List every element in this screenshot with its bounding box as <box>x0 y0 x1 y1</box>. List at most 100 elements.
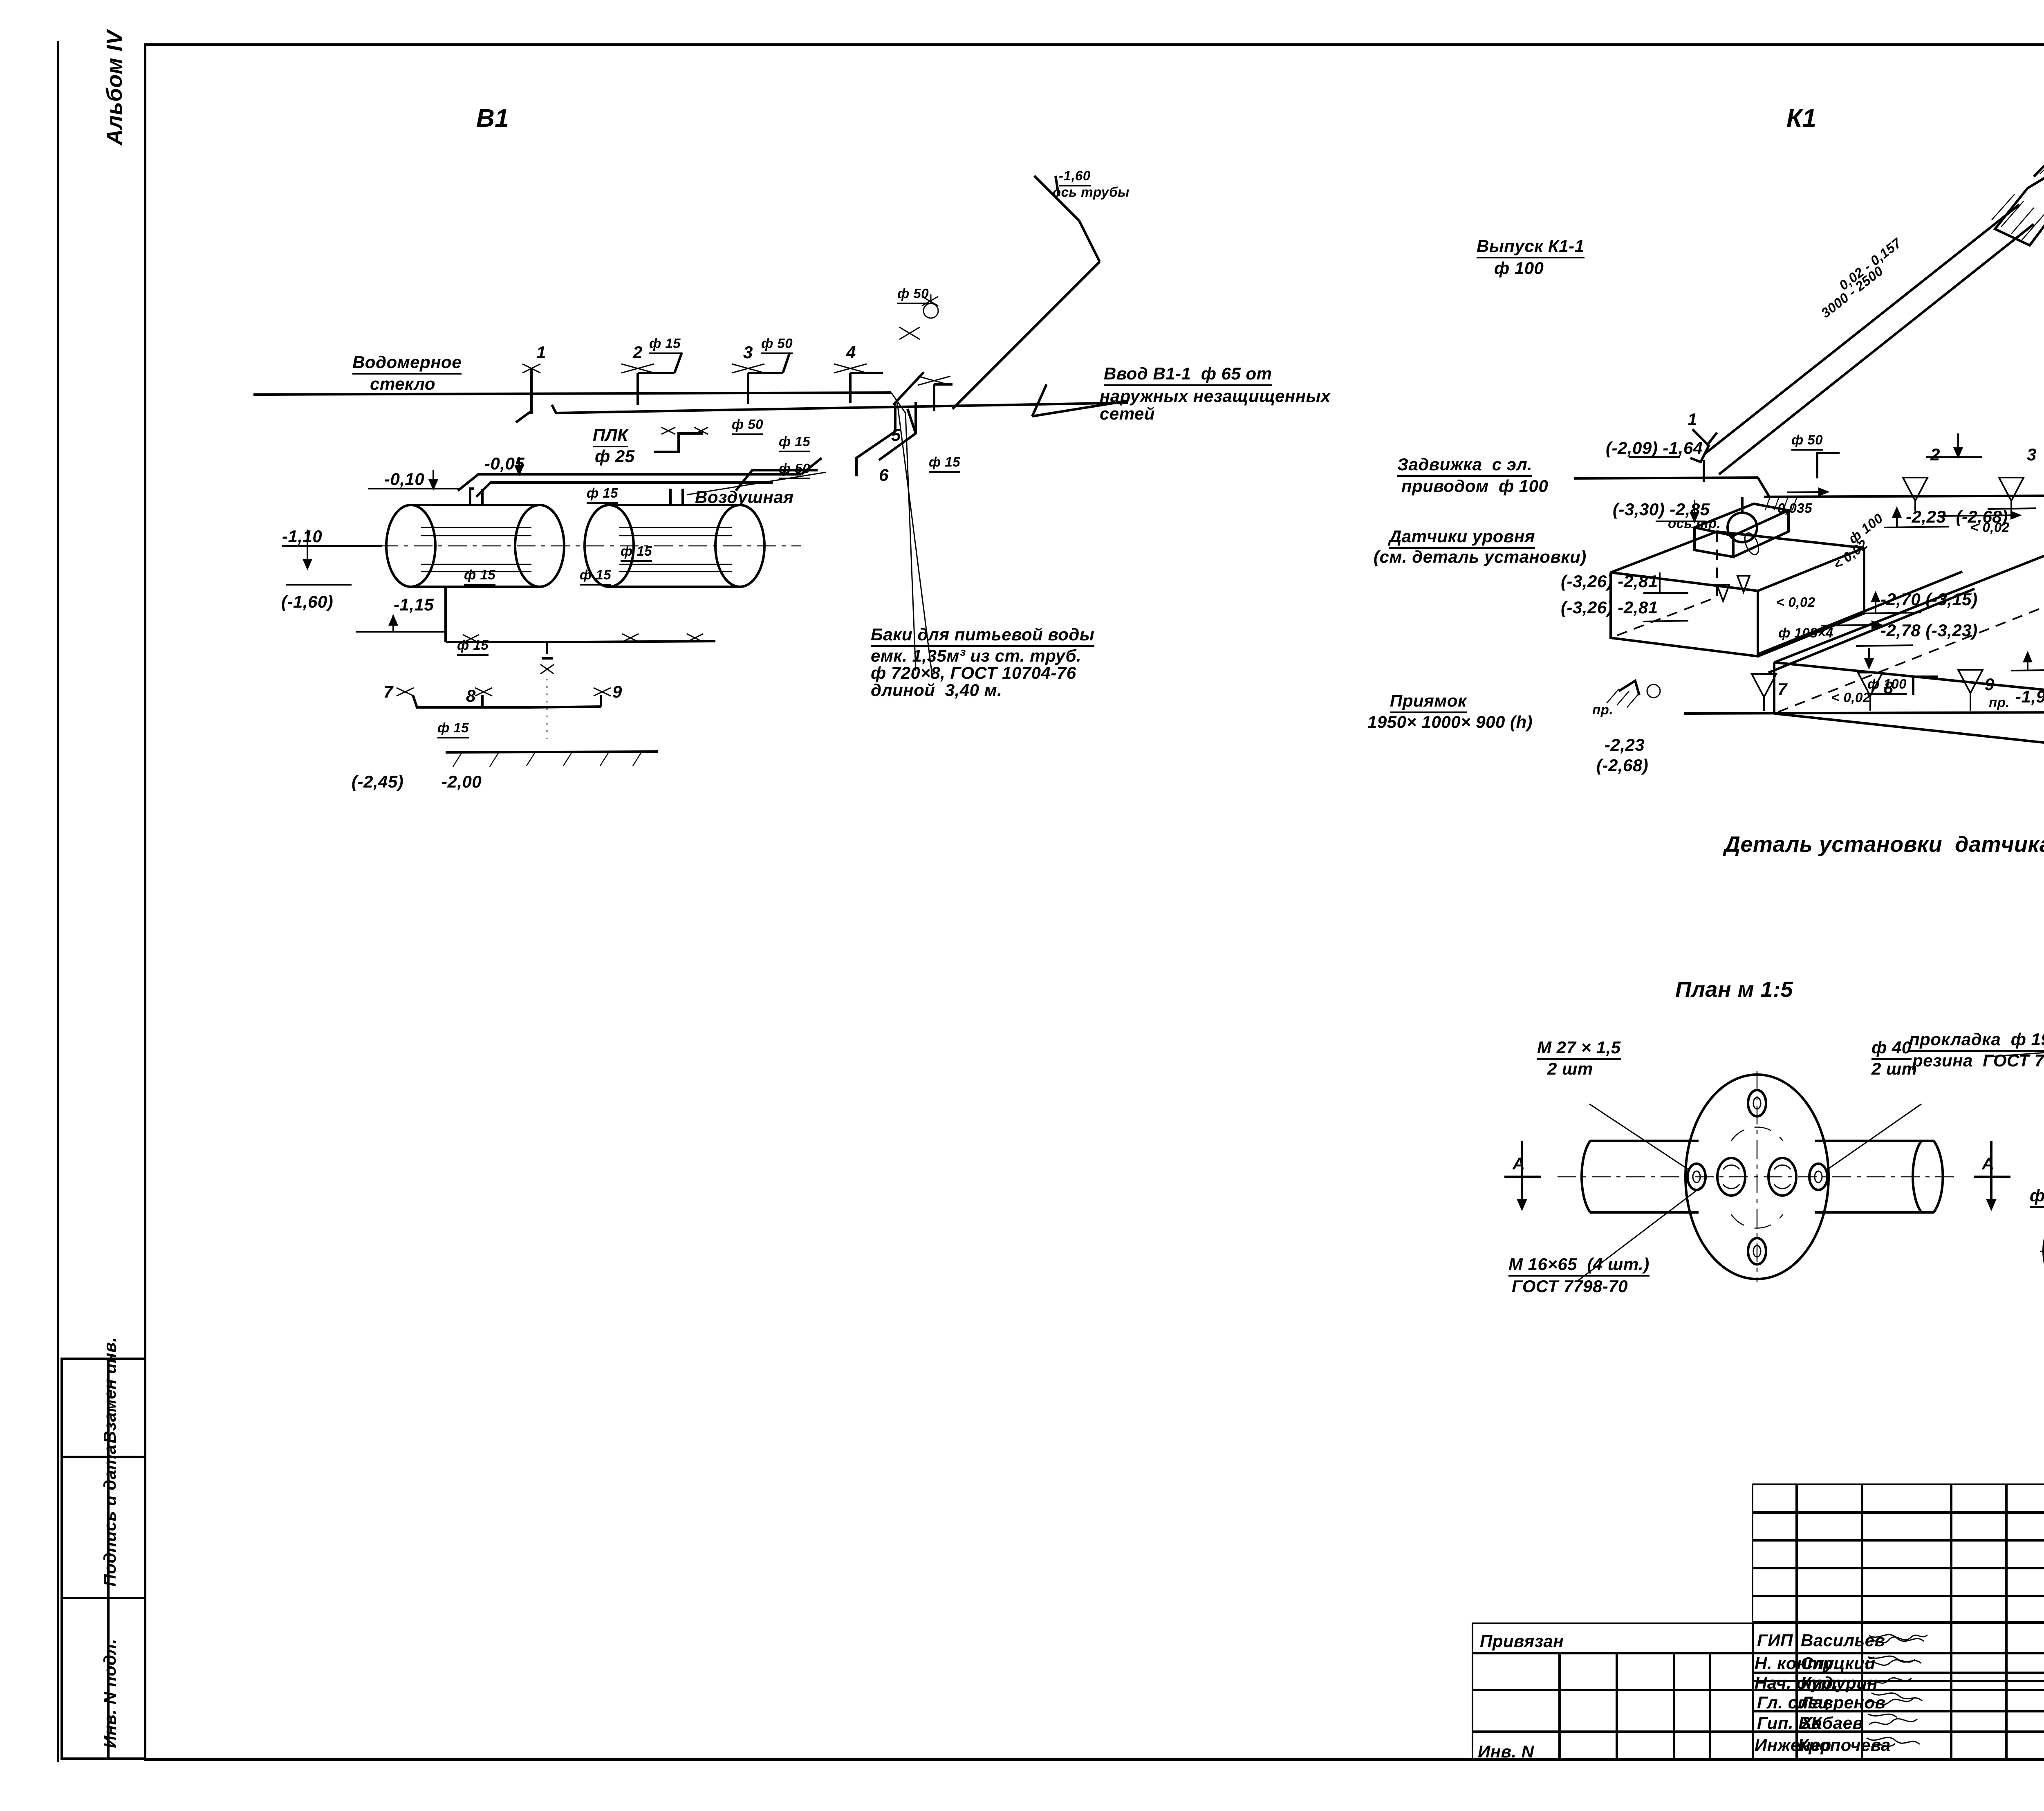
b1-tanks-l4: длиной 3,40 м. <box>871 680 1002 700</box>
sheet-frame <box>144 43 2044 1761</box>
k1-dia-100-b: ф 100 <box>1867 676 1907 695</box>
k1-num-9: 9 <box>1985 675 1995 694</box>
section-gasket-l2: резина ГОСТ 7338-77 <box>1912 1051 2044 1070</box>
k1-num-8: 8 <box>1884 678 1894 697</box>
revision-grid <box>1752 1483 2044 1622</box>
b1-dia-50-b: ф 50 <box>761 336 793 354</box>
margin-div-2 <box>61 1456 145 1458</box>
tb-role-5: Инженер <box>1755 1735 1831 1755</box>
b1-plk-dia: ф 25 <box>595 447 635 466</box>
tb-inv-label: Инв. N <box>1478 1742 1534 1761</box>
b1-elev-115: -1,15 <box>394 595 434 614</box>
k1-elev-270: -2,70 (-3,15) <box>1880 590 1978 609</box>
k1-elev-209: (-2,09) -1,64 <box>1606 438 1703 458</box>
plan-sec-mark-a-right: А <box>1982 1154 1995 1173</box>
b1-num-3: 3 <box>743 343 753 362</box>
b1-dia-15-d: ф 15 <box>587 485 619 504</box>
b1-dia-50-a: ф 50 <box>897 286 929 304</box>
k1-dia-50-a: ф 50 <box>1791 432 1823 451</box>
b1-plk-label: ПЛК <box>593 425 628 448</box>
k1-elev-330-axis: ось тр. <box>1668 516 1721 531</box>
plan-thread-m27-l2: 2 шт <box>1547 1059 1593 1078</box>
plan-hole40-l1: ф 40 <box>1871 1038 1912 1060</box>
plan-title: План м 1:5 <box>1675 977 1793 1002</box>
tb-role-0: ГИП <box>1757 1631 1793 1650</box>
b1-dia-50-d: ф 50 <box>779 461 811 479</box>
tb-name-0: Васильев <box>1801 1631 1885 1650</box>
b1-num-5: 5 <box>891 425 901 444</box>
k1-sump-l1: Приямок <box>1390 691 1467 714</box>
k1-elev-223a: -2,23 (-2,68) <box>1906 507 2008 526</box>
k1-dia-108-4: ф 108×4 <box>1778 625 1833 640</box>
k1-num-2: 2 <box>1930 445 1940 464</box>
b1-dia-15-h: ф 15 <box>437 720 469 738</box>
k1-pr-label-b: пр. <box>1989 695 2010 710</box>
k1-elev-326b: (-3,26) -2,81 <box>1561 598 1658 617</box>
k1-slope-002-a: < 0,02 <box>1776 595 1815 610</box>
b1-elev-200: -2,00 <box>442 772 482 791</box>
b1-inlet-l3: сетей <box>1100 404 1155 423</box>
k1-slope-0035: 0,035 <box>1777 500 1813 516</box>
tb-name-1: Слуцкий <box>1801 1654 1876 1673</box>
b1-elev-005: -0,05 <box>484 454 525 473</box>
k1-num-7: 7 <box>1777 680 1787 699</box>
tb-privyazan-label: Привязан <box>1480 1631 1564 1651</box>
b1-water-gauge-label-l2: стекло <box>370 374 436 393</box>
margin-field-inv: Инв. N подл. <box>100 1638 119 1748</box>
plan-bolts-l1: М 16×65 (4 шт.) <box>1508 1254 1650 1277</box>
k1-elev-326a: (-3,26) -2,81 <box>1561 572 1658 591</box>
tb-name-4: Хабаев <box>1801 1713 1863 1732</box>
k1-elev-268b: (-2,68) <box>1596 756 1649 775</box>
b1-water-gauge-label-l1: Водомерное <box>352 352 462 375</box>
k1-elev-278: -2,78 (-3,23) <box>1880 621 1978 640</box>
margin-col-left <box>61 1358 63 1758</box>
b1-dia-15-c: ф 15 <box>929 454 961 473</box>
margin-div-1 <box>61 1358 145 1360</box>
tb-role-2: Нач. отд. <box>1755 1673 1838 1692</box>
tb-role-1: Н. контр. <box>1755 1654 1839 1673</box>
b1-num-6: 6 <box>879 465 889 485</box>
k1-elev-223b: -2,23 <box>1605 735 1645 754</box>
title-block <box>1472 1622 2044 1761</box>
detail-sensor-title: Деталь установки датчика уровня <box>1724 832 2044 857</box>
k1-slope-002-c: < 0,02 <box>1831 690 1871 705</box>
b1-num-9: 9 <box>612 682 622 701</box>
b1-axis-elev: -1,60 <box>1059 168 1091 186</box>
sheet-left-rule <box>57 41 59 1762</box>
tb-name-5: Кропочева <box>1798 1735 1891 1755</box>
b1-air-label: Воздушная <box>695 487 794 507</box>
section-dia-108x4: ф 108×4 <box>2030 1186 2044 1208</box>
b1-dia-15-b: ф 15 <box>779 434 811 452</box>
k1-sensors-l2: (см. деталь установки) <box>1374 547 1587 566</box>
k1-elev-194: -1,94 (-2,39) <box>2015 687 2044 706</box>
b1-tanks-l3: ф 720×8, ГОСТ 10704-76 <box>871 663 1076 682</box>
margin-field-vzamen: Взамен инв. <box>100 1337 119 1443</box>
k1-sensors-l1: Датчики уровня <box>1389 527 1535 549</box>
k1-num-3: 3 <box>2027 445 2037 464</box>
k1-gate-valve-l2: приводом ф 100 <box>1401 476 1549 496</box>
tb-role-3: Гл. спец <box>1757 1693 1830 1712</box>
b1-num-2: 2 <box>633 343 643 362</box>
b1-axis-label: ось трубы <box>1053 184 1130 200</box>
k1-title: К1 <box>1786 104 1817 132</box>
b1-num-7: 7 <box>383 682 393 701</box>
plan-sec-mark-a-left: А <box>1513 1154 1525 1173</box>
album-label: Альбом IV <box>102 30 127 145</box>
plan-hole40-l2: 2 шт <box>1871 1059 1917 1078</box>
b1-inlet-l1: Ввод В1-1 ф 65 от <box>1104 364 1272 386</box>
k1-elev-330: (-3,30) -2,85 <box>1613 500 1710 519</box>
b1-dia-15-i: ф 15 <box>457 637 489 656</box>
b1-elev-160: (-1,60) <box>281 592 334 611</box>
section-gasket-l1: прокладка ф 198/110 <box>1909 1030 2044 1052</box>
plan-bolts-l2: ГОСТ 7798-70 <box>1512 1277 1628 1296</box>
b1-tanks-l1: Баки для питьевой воды <box>871 625 1095 647</box>
b1-elev-245: (-2,45) <box>352 772 404 791</box>
margin-div-4 <box>61 1757 145 1760</box>
b1-dia-15-e: ф 15 <box>621 543 652 562</box>
k1-outlet-l1: Выпуск К1-1 <box>1477 236 1585 259</box>
b1-dia-15-a: ф 15 <box>649 336 681 354</box>
k1-sump-l2: 1950× 1000× 900 (h) <box>1367 712 1533 732</box>
margin-div-3 <box>61 1597 145 1599</box>
tb-name-3: Лавренов <box>1801 1693 1886 1712</box>
